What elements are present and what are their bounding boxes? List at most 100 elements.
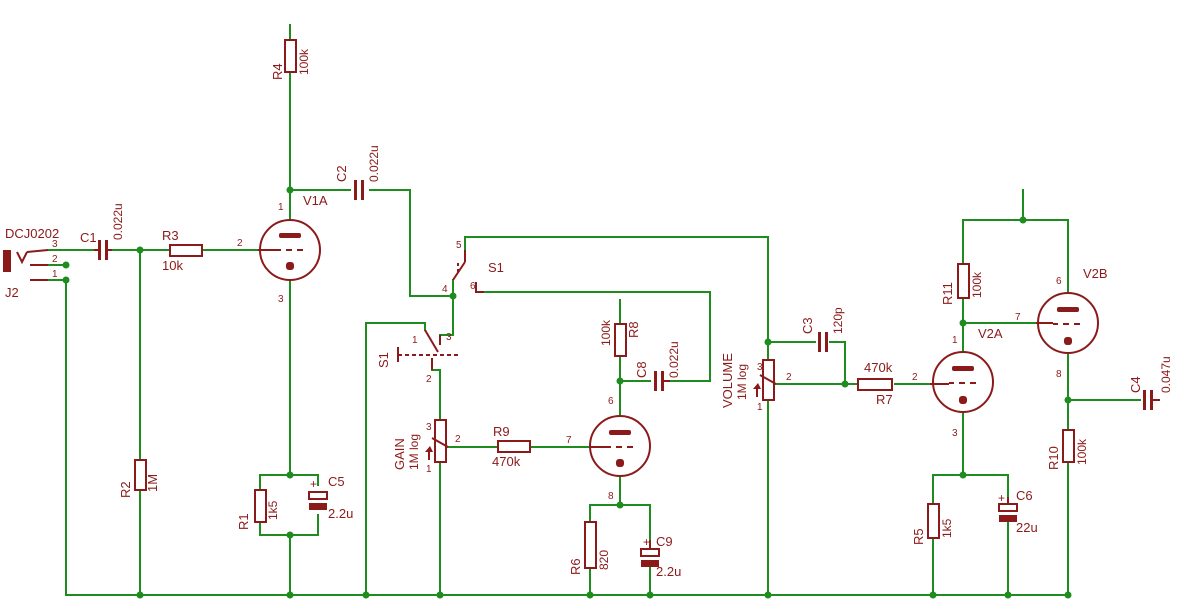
resistor-r6: R6 820 bbox=[568, 521, 611, 575]
resistor-r9: R9 470k bbox=[492, 424, 531, 469]
c5-name: C5 bbox=[328, 474, 345, 489]
v2b-pin-6: 6 bbox=[1056, 276, 1062, 287]
r4-value: 100k bbox=[297, 48, 311, 75]
v2b-pin-7: 7 bbox=[1015, 312, 1021, 323]
j2-name: J2 bbox=[5, 285, 19, 300]
volume-pin-1: 1 bbox=[757, 402, 763, 413]
s1-pin-2: 2 bbox=[426, 374, 432, 385]
volume-name: VOLUME bbox=[720, 353, 735, 408]
capacitor-c2: C2 0.022u bbox=[334, 145, 381, 200]
gain-value: 1M log bbox=[407, 434, 421, 470]
r2-name: R2 bbox=[118, 481, 133, 498]
c6-name: C6 bbox=[1016, 488, 1033, 503]
c2-name: C2 bbox=[334, 165, 349, 182]
c4-value: 0.047u bbox=[1159, 356, 1173, 393]
v2b-pin-8: 8 bbox=[1056, 369, 1062, 380]
j2-pin-3: 3 bbox=[52, 239, 58, 250]
r9-value: 470k bbox=[492, 454, 521, 469]
v1a-name: V1A bbox=[303, 193, 328, 208]
v2a-pin-3: 3 bbox=[952, 428, 958, 439]
svg-text:+: + bbox=[998, 491, 1005, 505]
c1-name: C1 bbox=[80, 230, 97, 245]
c9-name: C9 bbox=[656, 534, 673, 549]
r6-value: 820 bbox=[597, 550, 611, 570]
v1b-pin-8: 8 bbox=[608, 491, 614, 502]
resistor-r4: R4 100k bbox=[270, 39, 311, 80]
triode-v2b: V2B 6 7 8 bbox=[1015, 266, 1108, 380]
r10-value: 100k bbox=[1075, 438, 1089, 465]
j2-pin-2: 2 bbox=[52, 254, 58, 265]
r1-name: R1 bbox=[236, 513, 251, 530]
resistor-r8: 100k R8 bbox=[599, 319, 641, 357]
svg-text:+: + bbox=[310, 477, 317, 491]
c3-value: 120p bbox=[831, 307, 845, 334]
resistor-r7: 470k R7 bbox=[857, 360, 893, 407]
r5-value: 1k5 bbox=[940, 518, 954, 538]
v1a-pin-3: 3 bbox=[278, 294, 284, 305]
switch-s1: S1 S1 1 2 3 4 5 6 bbox=[376, 240, 504, 385]
r1-value: 1k5 bbox=[266, 500, 280, 520]
resistor-r3: R3 10k bbox=[162, 228, 203, 273]
gain-pin-3: 3 bbox=[426, 422, 432, 433]
resistor-r11: R11 100k bbox=[940, 263, 984, 305]
r5-name: R5 bbox=[911, 528, 926, 545]
r11-name: R11 bbox=[940, 282, 955, 305]
r8-value: 100k bbox=[599, 319, 613, 346]
r6-name: R6 bbox=[568, 558, 583, 575]
r8-name: R8 bbox=[626, 321, 641, 338]
triode-v2a: V2A 1 2 3 bbox=[912, 326, 1003, 439]
capacitor-c5: + C5 2.2u bbox=[308, 474, 353, 521]
gain-pin-1: 1 bbox=[426, 464, 432, 475]
c5-value: 2.2u bbox=[328, 506, 353, 521]
triode-v1b: 6 7 8 bbox=[566, 396, 651, 502]
c9-value: 2.2u bbox=[656, 564, 681, 579]
svg-text:+: + bbox=[643, 535, 650, 549]
wires bbox=[47, 24, 1141, 596]
r3-value: 10k bbox=[162, 258, 183, 273]
capacitor-c1: C1 0.022u bbox=[80, 203, 125, 260]
input-jack-j2: DCJ0202 J2 3 2 1 bbox=[3, 226, 59, 300]
s1-name-upper: S1 bbox=[488, 260, 504, 275]
s1-pin-4: 4 bbox=[442, 284, 448, 295]
r11-value: 100k bbox=[970, 271, 984, 298]
s1-pin-5: 5 bbox=[456, 240, 462, 251]
capacitor-c6: + C6 22u bbox=[998, 488, 1038, 535]
v1b-pin-7: 7 bbox=[566, 435, 572, 446]
r9-name: R9 bbox=[493, 424, 510, 439]
j2-pin-1: 1 bbox=[52, 269, 58, 280]
volume-pin-3: 3 bbox=[757, 362, 763, 373]
c1-value: 0.022u bbox=[111, 203, 125, 240]
r3-name: R3 bbox=[162, 228, 179, 243]
c4-name: C4 bbox=[1128, 376, 1143, 393]
j2-value: DCJ0202 bbox=[5, 226, 59, 241]
gain-name: GAIN bbox=[392, 438, 407, 470]
r10-name: R10 bbox=[1046, 446, 1061, 470]
triode-v1a: V1A 1 2 3 bbox=[237, 193, 328, 305]
volume-value: 1M log bbox=[735, 364, 749, 400]
resistor-r1: R1 1k5 bbox=[236, 489, 280, 530]
c3-name: C3 bbox=[800, 317, 815, 334]
capacitor-c4: C4 0.047u bbox=[1128, 356, 1173, 410]
v2a-pin-2: 2 bbox=[912, 372, 918, 383]
s1-pin-3: 3 bbox=[446, 332, 452, 343]
v1a-pin-2: 2 bbox=[237, 238, 243, 249]
c6-value: 22u bbox=[1016, 520, 1038, 535]
volume-pin-2: 2 bbox=[786, 372, 792, 383]
v2a-name: V2A bbox=[978, 326, 1003, 341]
resistor-r5: R5 1k5 bbox=[911, 503, 954, 545]
potentiometer-gain: GAIN 1M log 3 2 1 bbox=[392, 419, 461, 475]
s1-name-lower: S1 bbox=[376, 352, 391, 368]
c8-value: 0.022u bbox=[667, 341, 681, 378]
gain-pin-2: 2 bbox=[455, 434, 461, 445]
s1-pin-6: 6 bbox=[470, 281, 476, 292]
r7-value: 470k bbox=[864, 360, 893, 375]
r7-name: R7 bbox=[876, 392, 893, 407]
resistor-r10: R10 100k bbox=[1046, 429, 1089, 470]
capacitor-c9: + C9 2.2u bbox=[640, 534, 681, 579]
v1a-pin-1: 1 bbox=[278, 202, 284, 213]
junctions bbox=[62, 186, 1072, 599]
v2a-pin-1: 1 bbox=[952, 335, 958, 346]
potentiometer-volume: VOLUME 1M log 3 2 1 bbox=[720, 353, 792, 413]
s1-pin-1: 1 bbox=[412, 335, 418, 346]
v1b-pin-6: 6 bbox=[608, 396, 614, 407]
